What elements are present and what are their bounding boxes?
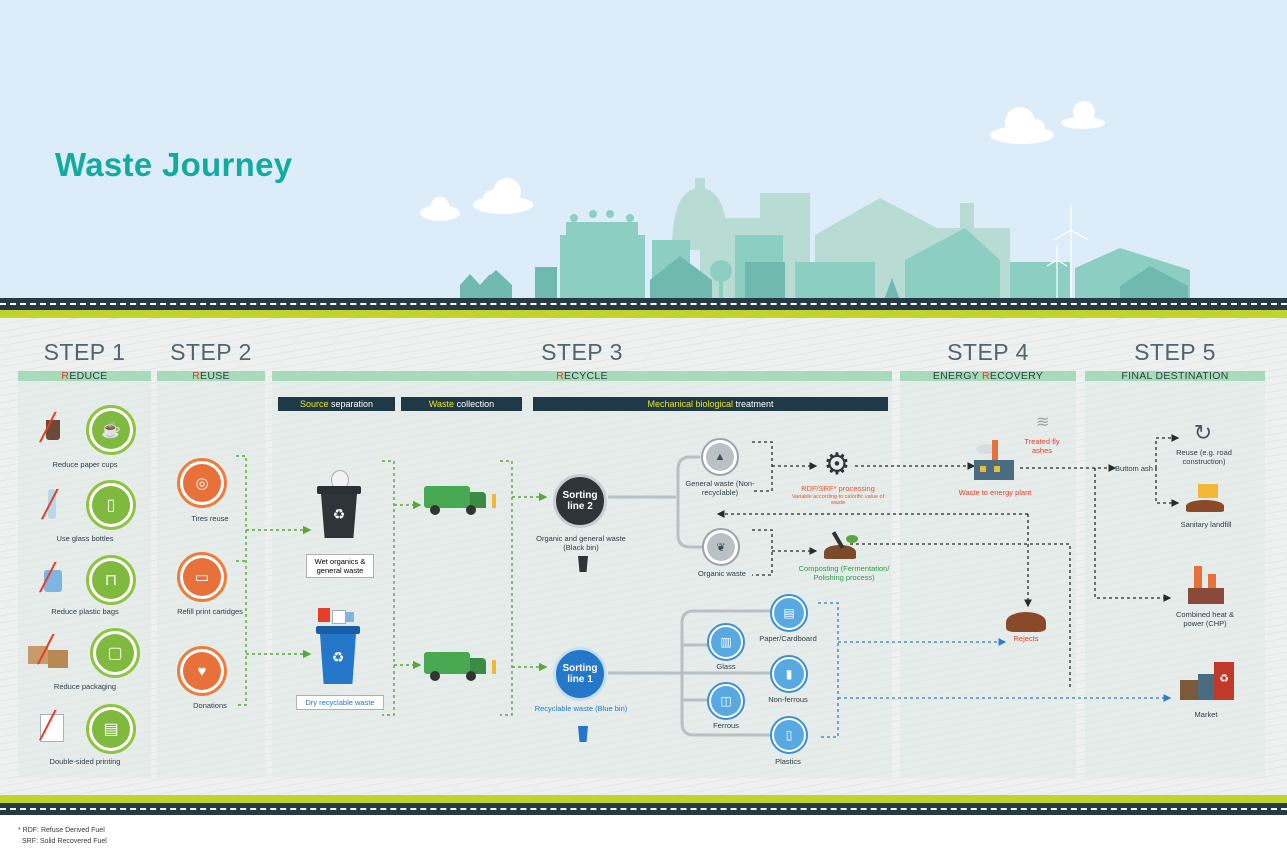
market-icon: ♻ xyxy=(1178,658,1236,702)
step2-bar: REUSE xyxy=(157,371,265,382)
wet-organics-label: Wet organics & general waste xyxy=(306,554,374,578)
step1-item-label: Reduce plastic bags xyxy=(51,607,119,616)
step3-heading: STEP 3 xyxy=(541,339,623,365)
box-icon: ▢ xyxy=(90,628,140,678)
rejects-label: Rejects xyxy=(1013,634,1039,643)
step2-item-label: Tires reuse xyxy=(191,514,229,523)
glass-icon: ▥ xyxy=(707,623,745,661)
sorting-line-2-caption: Organic and general waste (Black bin) xyxy=(536,534,626,552)
plastic-bag-crossed-icon: ╱ xyxy=(36,560,68,596)
page-title: Waste Journey xyxy=(55,146,293,183)
rdf-processing-note: Variable according to calorific value of… xyxy=(791,494,885,506)
step1-heading: STEP 1 xyxy=(43,339,126,365)
gear-icon: ⚙ xyxy=(823,448,851,481)
sorting-line-2: Sorting line 2 xyxy=(553,474,607,528)
plastic-bottle-crossed-icon: ╱ xyxy=(42,489,58,519)
bag-icon: ⊓ xyxy=(86,555,136,605)
front-buildings xyxy=(460,256,1188,300)
metal-icon: ◫ xyxy=(707,682,745,720)
clouds xyxy=(420,101,1105,221)
recycle-arrows-icon: ↻ xyxy=(1193,420,1213,445)
bottom-road-marking xyxy=(0,808,1287,810)
mini-blue-bin-icon xyxy=(578,726,588,742)
mbt-bar: Mechanical biological treatment xyxy=(533,397,888,411)
step1-item-label: Reduce packaging xyxy=(53,682,117,691)
rejects-pile-icon xyxy=(1006,612,1046,632)
paper-stack-icon: ▤ xyxy=(770,594,808,632)
reuse-label: Reuse (e.g. road construction) xyxy=(1176,448,1232,466)
blue-bin-icon: ♻ xyxy=(316,608,360,688)
ferrous-label: Ferrous xyxy=(713,721,739,730)
step2-heading: STEP 2 xyxy=(170,339,252,365)
step2-item-label: Refill print cartidges xyxy=(177,607,243,616)
footnote-rdf: * RDF: Refuse Derived Fuel xyxy=(18,827,105,834)
organic-waste-label: Organic waste xyxy=(698,569,746,578)
bottom-ash-label: Buttom ash xyxy=(1115,464,1153,473)
composting-label: Composting (Fermentation/ Polishing proc… xyxy=(798,564,890,582)
bottom-lime-stripe xyxy=(0,795,1287,803)
black-flow-lines xyxy=(716,434,1180,690)
wind-turbines xyxy=(1046,205,1089,300)
step1-item-label: Double-sided printing xyxy=(49,757,121,766)
sorting-line-1: Sorting line 1 xyxy=(553,647,607,701)
step3-column xyxy=(272,380,892,778)
landfill-label: Sanitary landfill xyxy=(1180,520,1232,529)
fly-ashes-label: Treated fly ashes xyxy=(1024,437,1060,455)
power-plant-icon xyxy=(1186,566,1226,606)
source-separation-bar: Source separation xyxy=(278,397,395,411)
step5-column xyxy=(1085,380,1265,778)
tire-icon: ◎ xyxy=(177,458,227,508)
paper-cardboard-label: Paper/Cardboard xyxy=(759,634,817,643)
city-skyline-illustration xyxy=(420,101,1190,300)
garbage-truck-icon xyxy=(424,652,502,684)
packaging-crossed-icon: ╱ xyxy=(26,632,74,672)
top-road-marking xyxy=(0,303,1287,305)
organic-waste-icon: ❦ xyxy=(702,528,740,566)
non-ferrous-label: Non-ferrous xyxy=(768,695,808,704)
single-sided-paper-crossed-icon: ╱ xyxy=(36,708,68,744)
green-flow-lines xyxy=(236,455,548,716)
donation-icon: ♥ xyxy=(177,646,227,696)
step1-item-label: Reduce paper cups xyxy=(52,460,118,469)
plastics-label: Plastics xyxy=(775,757,801,766)
dry-recyclable-label: Dry recyclable waste xyxy=(296,695,384,710)
grey-sorting-lines xyxy=(608,455,770,737)
paper-icon: ▤ xyxy=(86,704,136,754)
waste-to-energy-label: Waste to energy plant xyxy=(958,488,1032,497)
cup-icon: ☕ xyxy=(86,405,136,455)
glass-label: Glass xyxy=(716,662,736,671)
footnote-srf: SRF: Solid Recovered Fuel xyxy=(22,838,107,845)
bulldozer-icon xyxy=(1184,480,1226,516)
garbage-truck-icon xyxy=(424,486,502,518)
compost-icon xyxy=(816,527,866,561)
paper-cup-crossed-icon: ╱ xyxy=(36,412,68,448)
smoke-icon: ≋ xyxy=(1036,414,1050,431)
step1-item-label: Use glass bottles xyxy=(56,534,114,543)
blue-flow-lines xyxy=(818,602,1172,738)
printer-icon: ▭ xyxy=(177,552,227,602)
sorting-line-1-caption: Recyclable waste (Blue bin) xyxy=(534,704,628,713)
step1-bar: REDUCE xyxy=(18,371,151,382)
market-label: Market xyxy=(1194,710,1218,719)
general-waste-icon: ▲ xyxy=(701,438,739,476)
chp-label: Combined heat & power (CHP) xyxy=(1176,610,1234,628)
mini-black-bin-icon xyxy=(578,556,588,572)
bottle-icon: ▯ xyxy=(86,480,136,530)
step5-bar: FINAL DESTINATION xyxy=(1085,371,1265,382)
black-bin-icon: ♻ xyxy=(317,470,361,546)
general-waste-label: General waste (Non-recyclable) xyxy=(685,479,755,497)
plastic-bottle-icon: ▯ xyxy=(770,716,808,754)
step2-item-label: Donations xyxy=(193,701,227,710)
waste-collection-bar: Waste collection xyxy=(401,397,522,411)
step4-bar: ENERGY RECOVERY xyxy=(900,371,1076,382)
step4-heading: STEP 4 xyxy=(947,339,1029,365)
top-lime-stripe xyxy=(0,310,1287,318)
waste-to-energy-plant-icon xyxy=(970,436,1020,486)
rdf-processing-label: RDF/SRF* processing xyxy=(801,484,875,493)
step3-bar: RECYCLE xyxy=(272,371,892,382)
step5-heading: STEP 5 xyxy=(1134,339,1216,365)
can-icon: ▮ xyxy=(770,655,808,693)
